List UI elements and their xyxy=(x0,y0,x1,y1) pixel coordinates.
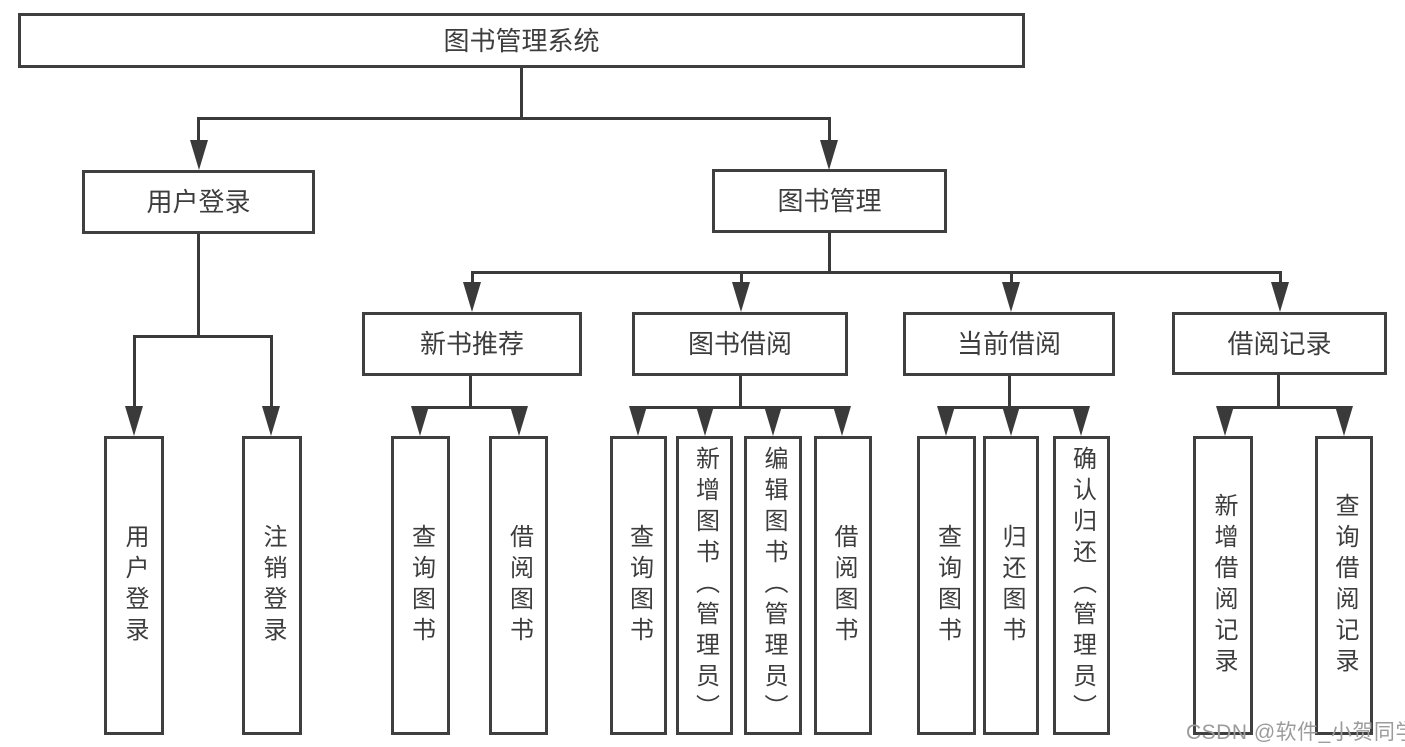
arrow-down-icon xyxy=(1002,406,1020,436)
leaf-cb-query-book: 查询图书 xyxy=(917,436,976,735)
connector-line xyxy=(469,376,472,406)
arrow-down-icon xyxy=(732,282,750,312)
leaf-bb-edit-book: 编辑图书（管理员） xyxy=(744,436,802,735)
leaf-nbr-borrow-book: 借阅图书 xyxy=(489,436,548,735)
arrow-down-icon xyxy=(696,406,714,436)
node-new-book-recommend: 新书推荐 xyxy=(362,312,582,376)
arrow-down-icon xyxy=(190,140,208,170)
connector-line xyxy=(828,120,831,144)
leaf-logout: 注销登录 xyxy=(242,436,302,735)
leaf-cb-return-book: 归还图书 xyxy=(983,436,1039,735)
leaf-user-login: 用户登录 xyxy=(104,436,164,735)
connector-line xyxy=(1279,274,1282,284)
leaf-bb-query-book: 查询图书 xyxy=(610,436,667,735)
arrow-down-icon xyxy=(937,406,955,436)
arrow-down-icon xyxy=(510,406,528,436)
arrow-down-icon xyxy=(1072,406,1090,436)
csdn-watermark: CSDN @软件_小贺同学 xyxy=(1186,721,1405,744)
arrow-down-icon xyxy=(411,406,429,436)
leaf-bb-add-book: 新增图书（管理员） xyxy=(676,436,733,735)
connector-line xyxy=(133,338,136,408)
connector-line xyxy=(197,120,200,144)
leaf-nbr-query-book: 查询图书 xyxy=(391,436,450,735)
connector-line xyxy=(197,234,200,338)
arrow-down-icon xyxy=(125,406,143,436)
arrow-down-icon xyxy=(1271,282,1289,312)
leaf-br-add-record: 新增借阅记录 xyxy=(1193,436,1253,735)
arrow-down-icon xyxy=(1216,406,1234,436)
node-book-management: 图书管理 xyxy=(712,169,947,233)
connector-line xyxy=(1224,406,1346,409)
connector-line xyxy=(1008,376,1011,406)
connector-line xyxy=(1010,274,1013,284)
connector-line xyxy=(739,376,742,406)
arrow-down-icon xyxy=(463,282,481,312)
arrow-down-icon xyxy=(764,406,782,436)
leaf-br-query-record: 查询借阅记录 xyxy=(1315,436,1373,735)
connector-line xyxy=(471,271,1282,274)
arrow-down-icon xyxy=(262,406,280,436)
node-user-login: 用户登录 xyxy=(82,170,315,234)
leaf-cb-confirm-return: 确认归还（管理员） xyxy=(1053,436,1110,735)
connector-line xyxy=(828,233,831,274)
node-book-borrow: 图书借阅 xyxy=(632,312,848,376)
arrow-down-icon xyxy=(1002,282,1020,312)
node-borrow-record: 借阅记录 xyxy=(1172,312,1387,375)
arrow-down-icon xyxy=(629,406,647,436)
connector-line xyxy=(419,406,521,409)
connector-line xyxy=(520,66,523,117)
arrow-down-icon xyxy=(1335,406,1353,436)
connector-line xyxy=(197,117,831,120)
connector-line xyxy=(1277,375,1280,406)
node-root: 图书管理系统 xyxy=(18,13,1025,68)
connector-line xyxy=(637,406,844,409)
arrow-down-icon xyxy=(833,406,851,436)
connector-line xyxy=(270,338,273,408)
arrow-down-icon xyxy=(820,140,838,170)
leaf-bb-borrow-book: 借阅图书 xyxy=(814,436,872,735)
connector-line xyxy=(471,274,474,284)
connector-line xyxy=(133,335,273,338)
connector-line xyxy=(740,274,743,284)
node-current-borrow: 当前借阅 xyxy=(903,312,1115,376)
